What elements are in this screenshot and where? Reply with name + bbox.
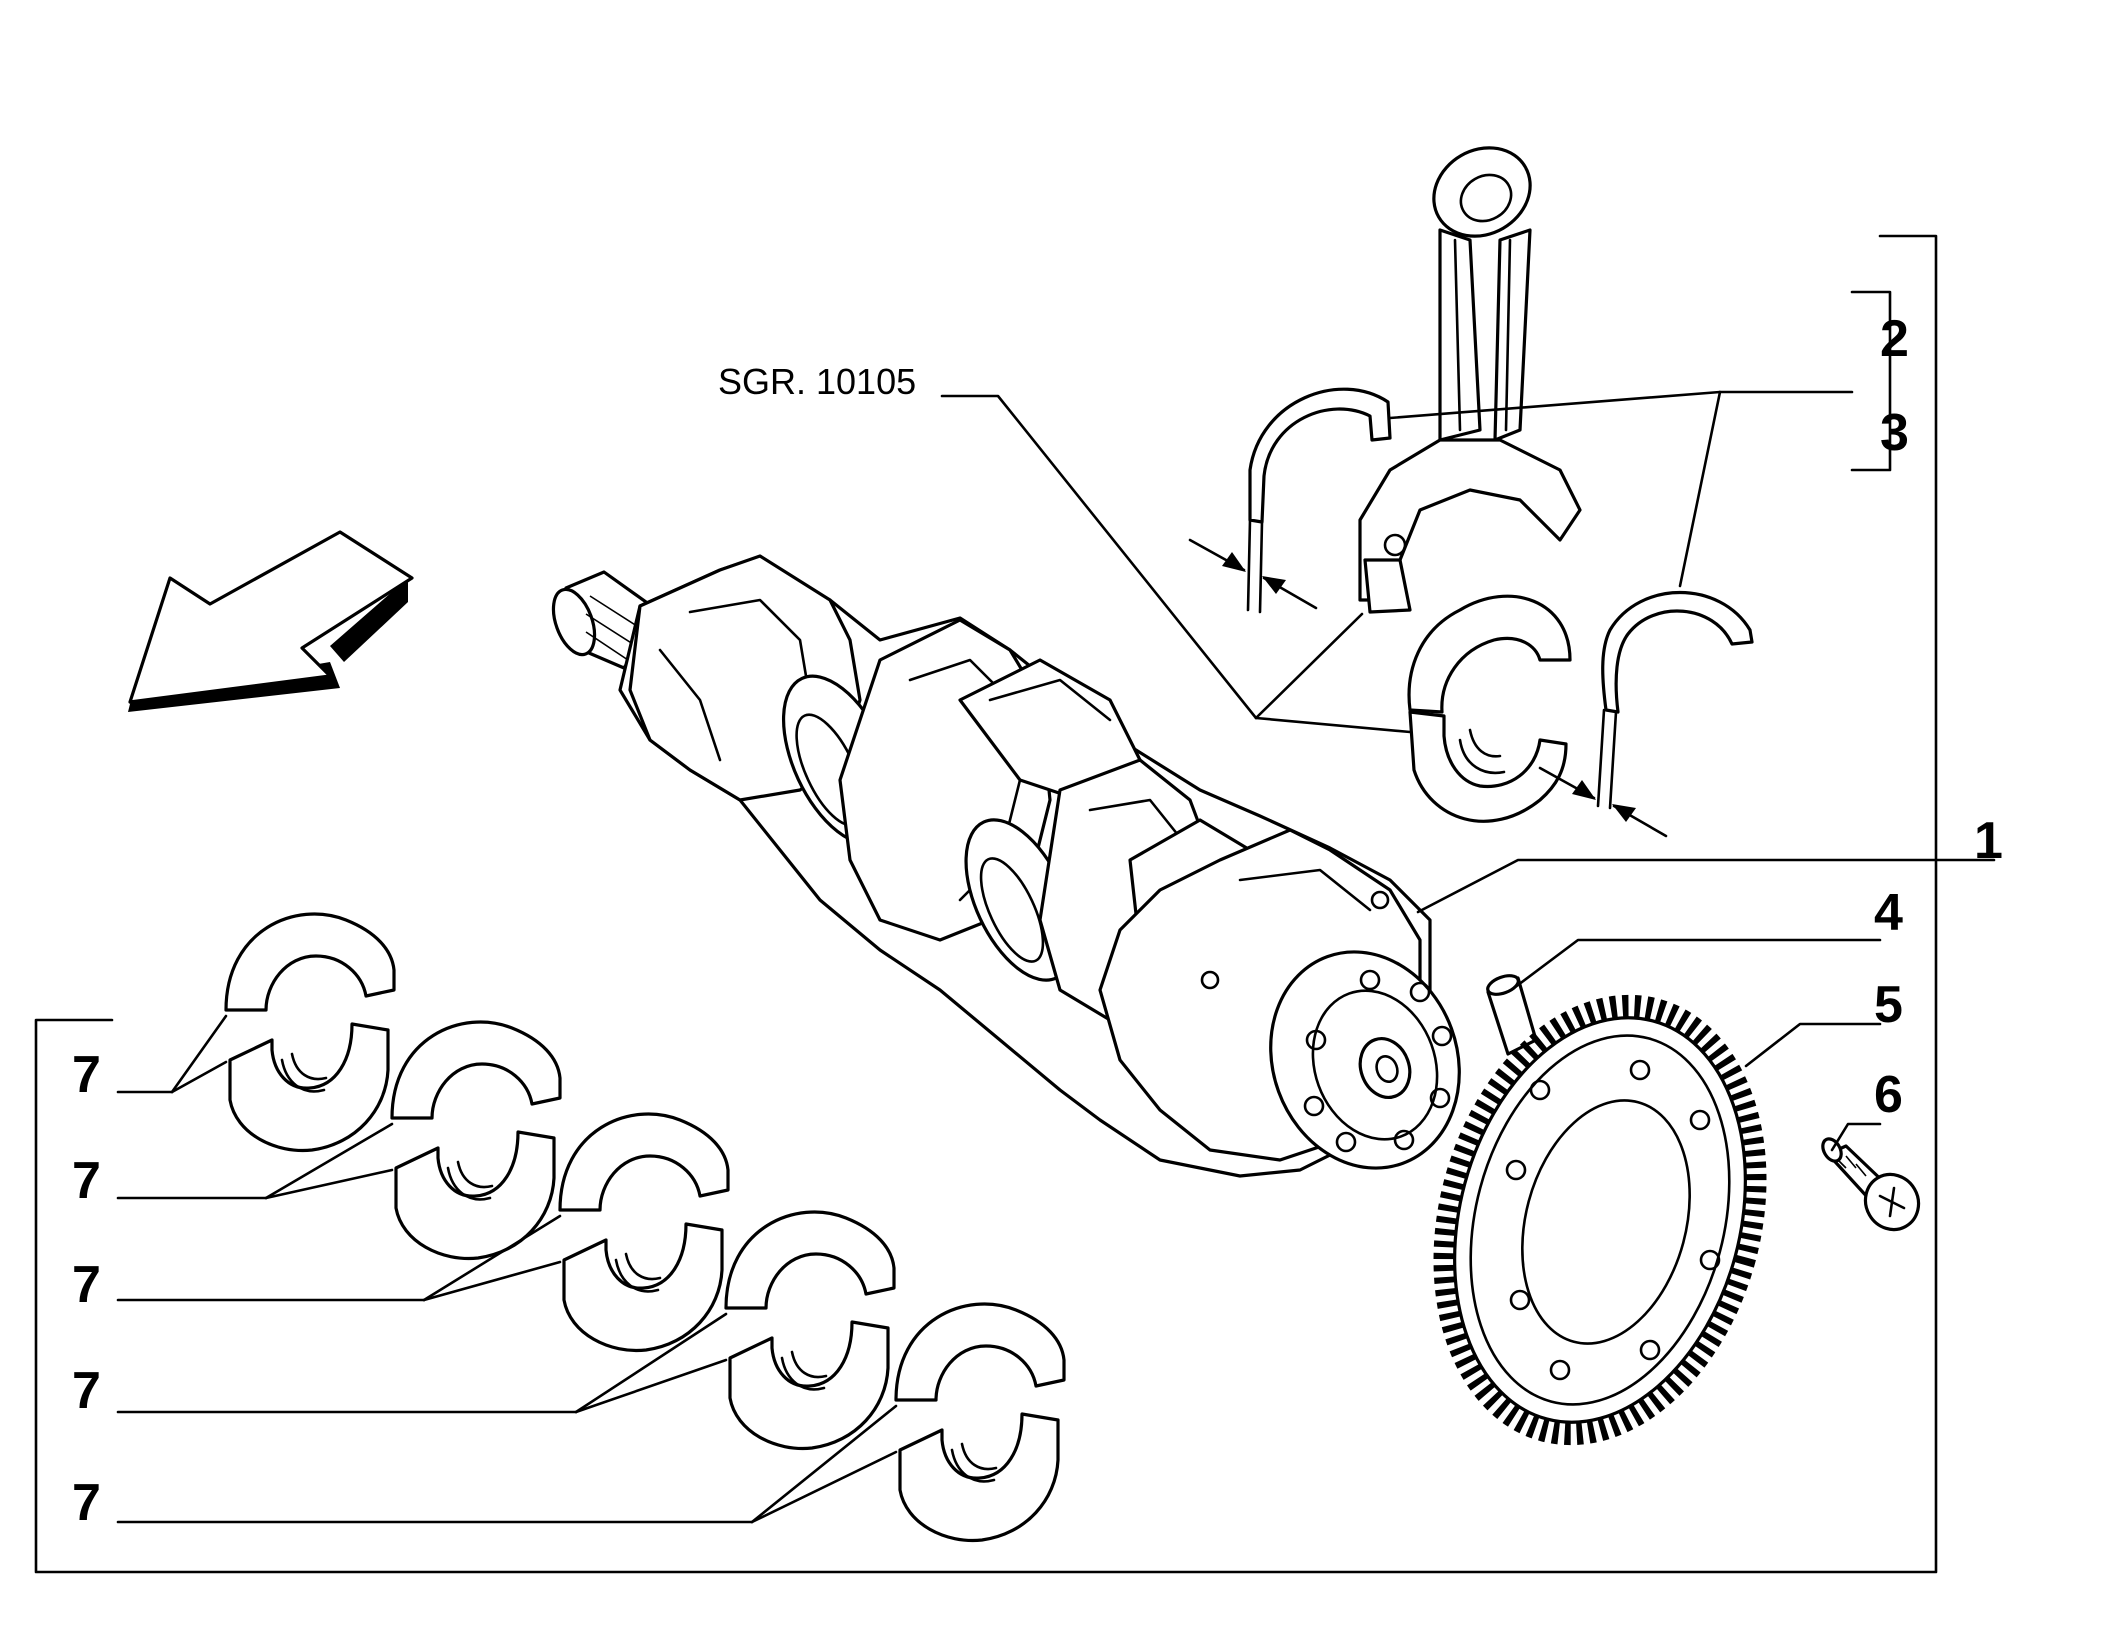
callout-7-row-1: 7 (72, 1046, 101, 1104)
callout-1: 1 (1974, 812, 2003, 870)
group-frame (34, 234, 1938, 1574)
callout-6: 6 (1874, 1066, 1903, 1124)
callout-7-row-3: 7 (72, 1256, 101, 1314)
dowel-pin (1486, 974, 1538, 1056)
callout-3: 3 (1880, 404, 1909, 462)
connecting-rod (1358, 146, 1582, 614)
main-bearing-shells (224, 912, 1066, 1543)
callout-2: 2 (1880, 310, 1909, 368)
callout-7-row-5: 7 (72, 1474, 101, 1532)
callout-7-row-2: 7 (72, 1152, 101, 1210)
callout-7-row-4: 7 (72, 1362, 101, 1420)
leader-lines (116, 390, 1996, 1524)
rod-bearing-shells (1407, 594, 1572, 823)
reference-label: SGR. 10105 (718, 361, 916, 402)
bolt (1821, 1137, 1921, 1232)
thrust-washers (1246, 387, 1754, 810)
callout-4: 4 (1874, 884, 1903, 942)
callout-5: 5 (1874, 976, 1903, 1034)
labels: SGR. 10105 1 2 3 4 5 6 7 7 7 7 7 (72, 310, 2003, 1532)
timing-gear-ring (1433, 994, 1767, 1446)
crankshaft (551, 554, 1461, 1178)
direction-arrow-icon (128, 530, 414, 712)
dimension-markers (1188, 538, 1668, 838)
